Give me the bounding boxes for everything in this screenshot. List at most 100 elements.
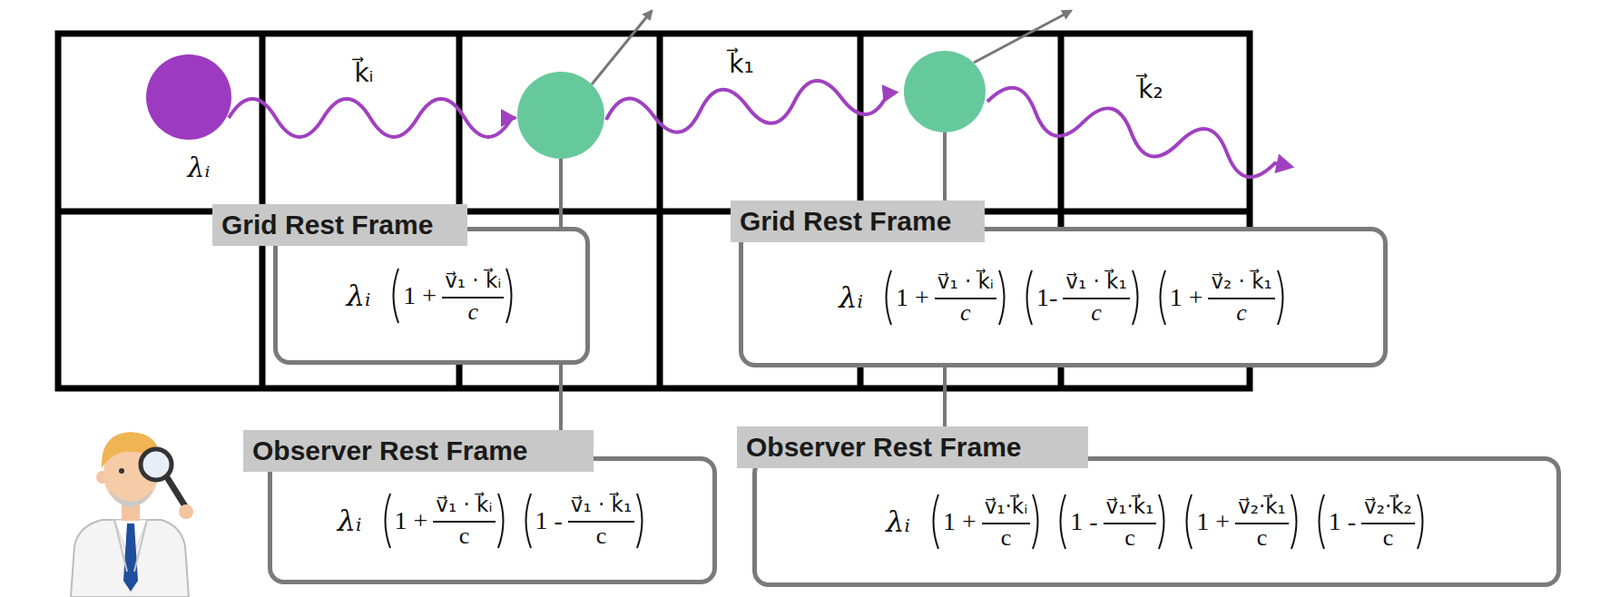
lapel [114, 520, 128, 572]
fraction: v⃗₁·k⃗ᵢc [981, 492, 1031, 552]
parenthesis-stroke [637, 493, 643, 549]
factor-term: 1 + [1196, 507, 1230, 537]
frame-box: λᵢ1 +v⃗₁ · k⃗ᵢc1 -v⃗₁ · k⃗₁cObserver Res… [243, 430, 717, 585]
numerator: v⃗₁·k⃗ᵢ [981, 492, 1031, 523]
parenthesis-stroke [384, 493, 391, 549]
wavelength-symbol: λᵢ [337, 503, 363, 539]
parenthesis [881, 267, 894, 328]
parenthesis [928, 491, 942, 552]
denominator: c [432, 520, 495, 550]
parenthesis [1275, 267, 1288, 328]
tie [123, 523, 138, 592]
doppler-factor: 1 +v⃗₂·k⃗₁c [1181, 491, 1301, 552]
frame-connector [559, 364, 563, 431]
factor-term: 1 - [1069, 507, 1098, 537]
denominator: c [934, 297, 997, 327]
parenthesis [1155, 267, 1169, 328]
glass-handle [166, 477, 186, 507]
parenthesis-stroke [999, 270, 1005, 325]
scatter-arrow [973, 10, 1071, 63]
parenthesis [495, 490, 509, 551]
frame-box: λᵢ1 +v⃗₁ · k⃗ᵢc1-v⃗₁ · k⃗₁c1 +v⃗₂ · k⃗₁c… [730, 200, 1388, 368]
parenthesis [1129, 267, 1143, 328]
factor-term: 1- [1036, 283, 1058, 313]
formula: λᵢ1 +v⃗₁ · k⃗ᵢc1-v⃗₁ · k⃗₁c1 +v⃗₂ · k⃗₁c [838, 267, 1287, 328]
parenthesis-stroke [1187, 494, 1193, 550]
doppler-factor: 1 -v⃗₂·k⃗₂c [1314, 491, 1428, 552]
parenthesis-stroke [393, 268, 400, 324]
parenthesis-stroke [1417, 494, 1424, 550]
wavelength-symbol: λᵢ [346, 278, 372, 314]
scatter-particle [517, 71, 605, 159]
wavelength-label: λᵢ [186, 151, 210, 184]
parenthesis-stroke [1277, 270, 1284, 325]
parenthesis [1055, 491, 1069, 552]
frame-outline: λᵢ 1 +v⃗₁ · k⃗ᵢc [273, 226, 590, 365]
numerator: v⃗₁ · k⃗₁ [568, 490, 635, 521]
fraction: v⃗₁ · k⃗₁c [568, 490, 635, 550]
wave-head [500, 108, 518, 128]
numerator: v⃗₁ · k⃗ᵢ [441, 266, 504, 297]
doppler-factor: 1 -v⃗₁ · k⃗₁c [520, 490, 648, 551]
numerator: v⃗₂·k⃗₁ [1235, 492, 1289, 523]
parenthesis [996, 267, 1010, 328]
wave-head [1274, 154, 1296, 178]
wave-vector-label: k⃗₂ [1138, 74, 1163, 105]
magnifying-glass [140, 449, 172, 481]
doppler-factor: 1 +v⃗₁ · k⃗ᵢc [881, 267, 1010, 328]
parenthesis [520, 490, 534, 551]
parenthesis [388, 265, 402, 326]
frame-heading: Observer Rest Frame [243, 430, 594, 472]
parenthesis-stroke [506, 268, 512, 324]
frame-heading: Grid Rest Frame [212, 204, 468, 246]
grid-line [657, 33, 664, 389]
parenthesis-stroke [1032, 494, 1039, 550]
hand [178, 504, 194, 520]
scatter-arrow [591, 10, 652, 85]
parenthesis-stroke [1159, 270, 1166, 325]
parenthesis-stroke [1060, 494, 1067, 550]
frame-heading: Observer Rest Frame [736, 426, 1089, 469]
parenthesis [1030, 491, 1043, 552]
formula: λᵢ 1 +v⃗₁ · k⃗ᵢc [346, 265, 518, 326]
denominator: c [1235, 522, 1289, 552]
numerator: v⃗₂ · k⃗₁ [1207, 267, 1275, 298]
parenthesis-stroke [525, 493, 531, 549]
frame-box: λᵢ1 +v⃗₁·k⃗ᵢc1 -v⃗₁·k⃗₁c1 +v⃗₂·k⃗₁c1 -v⃗… [736, 426, 1561, 588]
wave-path [983, 82, 1284, 183]
denominator: c [1103, 522, 1158, 552]
factor-term: 1 + [1169, 283, 1204, 313]
wave-path [228, 98, 516, 138]
parenthesis-stroke [1318, 494, 1325, 550]
parenthesis [503, 265, 517, 326]
connector-layer [560, 364, 945, 431]
parenthesis-stroke [1132, 270, 1139, 325]
factor-term: 1 + [394, 506, 429, 536]
photon-wave [604, 73, 902, 139]
parenthesis-stroke [1291, 494, 1297, 550]
numerator: v⃗₁ · k⃗ᵢ [432, 490, 495, 521]
doppler-factor: 1 -v⃗₁·k⃗₁c [1055, 491, 1169, 552]
denominator: c [441, 296, 504, 326]
wave-head [882, 83, 901, 104]
fraction: v⃗₂·k⃗₁c [1235, 492, 1289, 552]
doppler-factor: 1 +v⃗₁ · k⃗ᵢc [388, 265, 517, 326]
frame-heading: Grid Rest Frame [730, 200, 985, 243]
fraction: v⃗₁ · k⃗ᵢc [432, 490, 495, 550]
numerator: v⃗₁ · k⃗ᵢ [934, 267, 997, 298]
frame-box: λᵢ 1 +v⃗₁ · k⃗ᵢc Grid Rest Frame [212, 204, 590, 365]
frame-connector [942, 367, 947, 427]
factor-term: 1 - [1328, 507, 1356, 537]
parenthesis [1156, 491, 1169, 552]
observer-figure [70, 431, 194, 597]
parenthesis-stroke [1026, 270, 1032, 325]
parenthesis [634, 490, 648, 551]
parenthesis [1021, 267, 1035, 328]
parenthesis [1414, 491, 1428, 552]
fraction: v⃗₁ · k⃗ᵢc [441, 266, 504, 326]
fraction: v⃗₁·k⃗₁c [1103, 492, 1158, 552]
fraction: v⃗₂ · k⃗₁c [1207, 267, 1275, 327]
doppler-factor: 1-v⃗₁ · k⃗₁c [1021, 267, 1143, 328]
denominator: c [568, 520, 635, 550]
